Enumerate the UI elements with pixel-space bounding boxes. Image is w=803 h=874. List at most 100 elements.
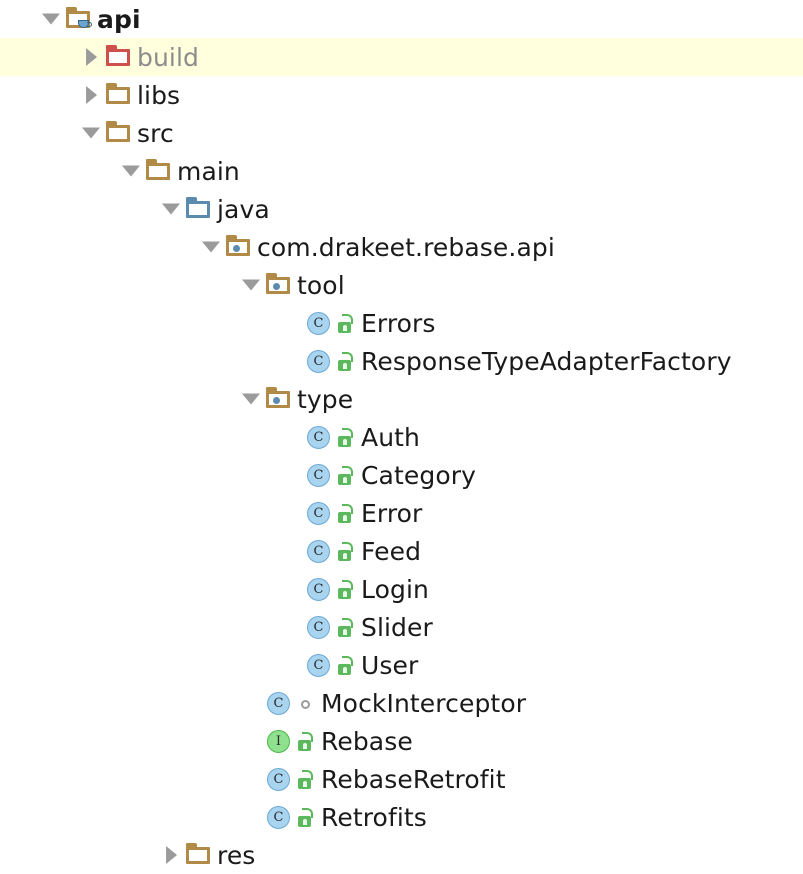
source-root-folder-icon bbox=[184, 190, 214, 228]
chevron-down-icon[interactable] bbox=[238, 266, 264, 304]
chevron-down-icon[interactable] bbox=[38, 0, 64, 38]
class-icon: C bbox=[304, 342, 334, 380]
public-unlocked-icon bbox=[294, 798, 318, 836]
tree-row-label: MockInterceptor bbox=[321, 688, 527, 718]
interface-icon: I bbox=[264, 722, 294, 760]
chevron-down-icon[interactable] bbox=[238, 380, 264, 418]
tree-row[interactable]: main bbox=[0, 152, 803, 190]
public-unlocked-icon bbox=[294, 760, 318, 798]
chevron-right-icon[interactable] bbox=[158, 836, 184, 874]
tree-row-label: api bbox=[97, 4, 141, 34]
badge-letter: C bbox=[307, 654, 330, 677]
tree-row-label: tool bbox=[297, 270, 345, 300]
tree-row[interactable]: tool bbox=[0, 266, 803, 304]
public-unlocked-icon bbox=[334, 646, 358, 684]
folder-icon bbox=[104, 114, 134, 152]
chevron-down-icon[interactable] bbox=[158, 190, 184, 228]
tree-row-label: main bbox=[177, 156, 240, 186]
indent-spacer bbox=[0, 513, 278, 514]
excluded-folder-icon bbox=[104, 38, 134, 76]
twisty-placeholder bbox=[278, 304, 304, 342]
package-dot-icon bbox=[232, 244, 240, 252]
folder-icon bbox=[104, 76, 134, 114]
indent-spacer bbox=[0, 703, 238, 704]
chevron-down-icon[interactable] bbox=[118, 152, 144, 190]
chevron-right-icon[interactable] bbox=[78, 38, 104, 76]
tree-row[interactable]: res bbox=[0, 836, 803, 874]
chevron-right-icon[interactable] bbox=[78, 76, 104, 114]
indent-spacer bbox=[0, 285, 238, 286]
tree-row[interactable]: api bbox=[0, 0, 803, 38]
badge-letter: C bbox=[307, 502, 330, 525]
folder-tab bbox=[106, 45, 117, 51]
chevron-down-icon[interactable] bbox=[78, 114, 104, 152]
badge-letter: C bbox=[307, 540, 330, 563]
tree-row[interactable]: com.drakeet.rebase.api bbox=[0, 228, 803, 266]
tree-row[interactable]: java bbox=[0, 190, 803, 228]
indent-spacer bbox=[0, 247, 198, 248]
folder-tab bbox=[186, 197, 197, 203]
indent-spacer bbox=[0, 437, 278, 438]
badge-letter: C bbox=[307, 312, 330, 335]
indent-spacer bbox=[0, 817, 238, 818]
tree-row[interactable]: type bbox=[0, 380, 803, 418]
twisty-placeholder bbox=[238, 684, 264, 722]
folder-tab bbox=[226, 235, 237, 241]
twisty-placeholder bbox=[278, 608, 304, 646]
tree-row-label: User bbox=[361, 650, 419, 680]
public-unlocked-icon bbox=[334, 494, 358, 532]
folder-tab bbox=[66, 7, 77, 13]
folder-body bbox=[146, 163, 170, 180]
public-unlocked-icon bbox=[334, 456, 358, 494]
tree-row-label: Login bbox=[361, 574, 429, 604]
tree-row-label: Auth bbox=[361, 422, 420, 452]
folder-tab bbox=[266, 387, 277, 393]
java-coffee-cup-icon bbox=[78, 19, 92, 29]
class-icon: C bbox=[304, 418, 334, 456]
class-icon: C bbox=[304, 494, 334, 532]
folder-tab bbox=[106, 121, 117, 127]
indent-spacer bbox=[0, 589, 278, 590]
tree-row[interactable]: libs bbox=[0, 76, 803, 114]
tree-row-label: com.drakeet.rebase.api bbox=[257, 232, 555, 262]
tree-row-label: src bbox=[137, 118, 174, 148]
package-folder-icon bbox=[224, 228, 254, 266]
tree-row[interactable]: C User bbox=[0, 646, 803, 684]
indent-spacer bbox=[0, 323, 278, 324]
tree-row[interactable]: build bbox=[0, 38, 803, 76]
tree-row-label: java bbox=[217, 194, 270, 224]
class-icon: C bbox=[304, 646, 334, 684]
tree-row[interactable]: src bbox=[0, 114, 803, 152]
badge-letter: C bbox=[307, 464, 330, 487]
indent-spacer bbox=[0, 475, 278, 476]
badge-letter: C bbox=[267, 692, 290, 715]
tree-row-label: Retrofits bbox=[321, 802, 427, 832]
tree-row[interactable]: C MockInterceptor bbox=[0, 684, 803, 722]
folder-body bbox=[106, 49, 130, 66]
public-unlocked-icon bbox=[334, 342, 358, 380]
folder-body bbox=[106, 125, 130, 142]
tree-row-label: libs bbox=[137, 80, 181, 110]
package-dot-icon bbox=[272, 396, 280, 404]
twisty-placeholder bbox=[278, 532, 304, 570]
indent-spacer bbox=[0, 627, 278, 628]
indent-spacer bbox=[0, 171, 118, 172]
public-unlocked-icon bbox=[334, 532, 358, 570]
tree-row[interactable]: C Auth bbox=[0, 418, 803, 456]
chevron-down-icon[interactable] bbox=[198, 228, 224, 266]
class-icon: C bbox=[304, 608, 334, 646]
folder-body bbox=[186, 201, 210, 218]
tree-row-label: type bbox=[297, 384, 354, 414]
class-icon: C bbox=[304, 532, 334, 570]
